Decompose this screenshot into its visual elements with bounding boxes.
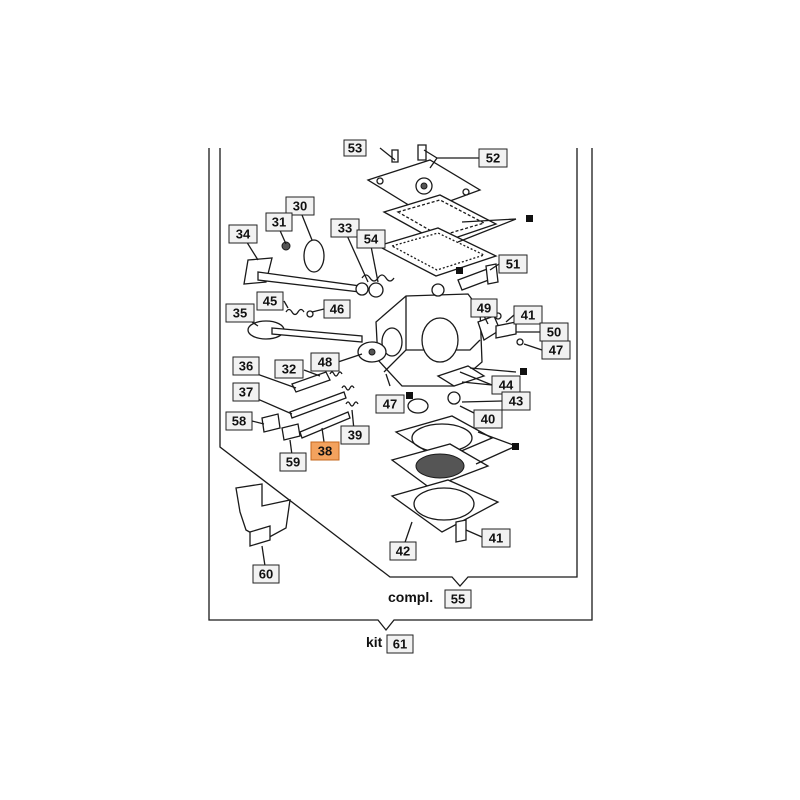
diaphragm-48 [357, 341, 387, 363]
svg-text:42: 42 [396, 544, 410, 559]
svg-text:49: 49 [477, 301, 491, 316]
callout-47-right: 47 [541, 340, 571, 360]
pump-cover [366, 144, 482, 213]
kit-caption: kit 61 [366, 634, 414, 654]
callout-45: 45 [256, 291, 284, 311]
svg-text:33: 33 [338, 221, 352, 236]
svg-text:39: 39 [348, 428, 362, 443]
callout-33: 33 [330, 218, 360, 238]
callout-49: 49 [470, 298, 498, 318]
part-60 [235, 483, 291, 547]
svg-text:38: 38 [318, 444, 332, 459]
svg-text:kit: kit [366, 634, 383, 650]
svg-text:32: 32 [282, 362, 296, 377]
callout-38-highlighted: 38 [310, 441, 340, 461]
callout-52: 52 [478, 148, 508, 168]
callout-44: 44 [491, 375, 521, 395]
svg-text:51: 51 [506, 257, 520, 272]
callout-58: 58 [225, 411, 253, 431]
svg-text:52: 52 [486, 151, 500, 166]
svg-text:61: 61 [393, 637, 407, 652]
svg-text:41: 41 [521, 308, 535, 323]
callout-35: 35 [225, 303, 255, 323]
gaskets [376, 194, 498, 277]
svg-text:48: 48 [318, 355, 332, 370]
callout-60: 60 [252, 564, 280, 584]
compl-frame [219, 148, 578, 587]
callout-37: 37 [232, 382, 260, 402]
callout-30: 30 [285, 196, 315, 216]
callout-40: 40 [473, 409, 503, 429]
spring-54 [361, 274, 395, 298]
adjust-needles [261, 371, 359, 441]
callout-31: 31 [265, 212, 293, 232]
compl-caption: compl. 55 [388, 589, 472, 609]
lever-parts [436, 312, 524, 387]
callout-42: 42 [389, 541, 417, 561]
svg-text:58: 58 [232, 414, 246, 429]
svg-text:59: 59 [286, 455, 300, 470]
svg-text:43: 43 [509, 394, 523, 409]
screw-45-46 [285, 308, 314, 318]
svg-text:45: 45 [263, 294, 277, 309]
svg-text:44: 44 [499, 378, 514, 393]
callout-32: 32 [274, 359, 304, 379]
choke-shaft [247, 320, 363, 343]
svg-text:30: 30 [293, 199, 307, 214]
svg-text:36: 36 [239, 359, 253, 374]
svg-text:60: 60 [259, 567, 273, 582]
callout-39: 39 [340, 425, 370, 445]
svg-text:compl.: compl. [388, 589, 433, 605]
callout-50: 50 [539, 322, 569, 342]
svg-text:34: 34 [236, 227, 251, 242]
callout-59: 59 [279, 452, 307, 472]
svg-text:54: 54 [364, 232, 379, 247]
callout-36: 36 [232, 356, 260, 376]
callout-46: 46 [323, 299, 351, 319]
svg-text:47: 47 [549, 343, 563, 358]
svg-text:40: 40 [481, 412, 495, 427]
svg-text:35: 35 [233, 306, 247, 321]
svg-text:55: 55 [451, 592, 465, 607]
svg-text:37: 37 [239, 385, 253, 400]
svg-text:41: 41 [489, 531, 503, 546]
throttle-shaft [243, 239, 369, 296]
svg-text:46: 46 [330, 302, 344, 317]
callout-41-bottom: 41 [481, 528, 511, 548]
svg-text:31: 31 [272, 215, 286, 230]
callout-51: 51 [498, 254, 528, 274]
kit-frame [208, 148, 593, 632]
svg-text:47: 47 [383, 397, 397, 412]
callout-34: 34 [228, 224, 258, 244]
callout-48: 48 [310, 352, 340, 372]
callout-41-top: 41 [513, 305, 543, 325]
callout-43: 43 [501, 391, 531, 411]
svg-text:50: 50 [547, 325, 561, 340]
callout-54: 54 [356, 229, 386, 249]
lower-gaskets [390, 391, 500, 543]
set-markers [406, 215, 533, 450]
carburetor-body [375, 263, 499, 387]
callout-47-left: 47 [375, 394, 405, 414]
svg-text:53: 53 [348, 141, 362, 156]
callout-53: 53 [343, 139, 367, 157]
